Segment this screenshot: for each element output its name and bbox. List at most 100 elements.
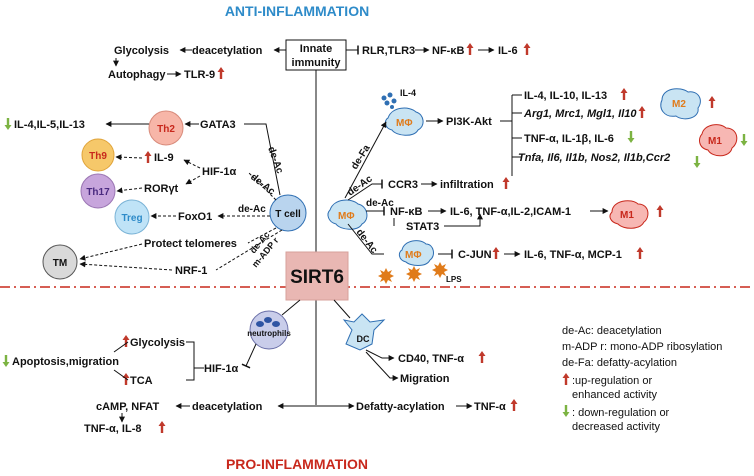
m2-label: M2: [672, 99, 686, 110]
de-ac-nfkb: de-Ac: [366, 198, 394, 209]
m2-cytokines: IL-4, IL-10, IL-13: [524, 90, 607, 102]
hif-bottom: HIF-1α: [204, 363, 239, 375]
dc-label: DC: [357, 334, 370, 344]
camp-nfat: cAMP, NFAT: [96, 401, 159, 413]
tnf-il8: TNF-α, IL-8: [84, 423, 141, 435]
innate-line1: Innate: [300, 43, 332, 55]
th9-cell: [81, 138, 115, 172]
up-arrow-icon: [492, 247, 500, 259]
neutrophils-cell: [249, 310, 289, 350]
dash-tcell-to-protect: [247, 227, 277, 244]
pi3k-branch: [500, 94, 522, 176]
legend-down: : down-regulation or: [572, 407, 670, 419]
down-arrow-icon: [2, 355, 10, 367]
branch-cjun: [347, 223, 384, 255]
inhibit-neutrophils-hif: [241, 343, 257, 369]
m1-cytokines: TNF-α, IL-1β, IL-6: [524, 133, 614, 145]
dc-to-outputs: [365, 349, 395, 361]
c-jun: C-JUN: [458, 249, 492, 261]
dash-roryt-to-th17: [116, 187, 143, 194]
cd40-tnfa: CD40, TNF-α: [398, 353, 464, 365]
gata3: GATA3: [200, 119, 236, 131]
ccr3: CCR3: [388, 179, 418, 191]
line-tcell-to-gata3: [244, 123, 281, 196]
innate-immunity-box: [285, 39, 347, 71]
stat3: STAT3: [406, 221, 439, 233]
foxo1: FoxO1: [178, 211, 212, 223]
glycolysis-top: Glycolysis: [114, 45, 169, 57]
down-arrow-icon: [4, 118, 12, 130]
arrow-mphi-to-top: [344, 121, 387, 199]
m1-label-mid: M1: [620, 210, 634, 221]
de-ac-hif: de-Ac: [248, 172, 277, 198]
m1-genes: Tnfa, Il6, Il1b, Nos2, Il1b,Ccr2: [518, 152, 670, 164]
dash-il9-to-th9: [115, 154, 143, 161]
up-arrow-icon: [620, 88, 628, 100]
deacetylation-top: deacetylation: [192, 45, 263, 57]
dash-nrf1-to-tm: [79, 261, 173, 271]
legend-defa: de-Fa: defatty-acylation: [562, 357, 677, 369]
cytokines-lps: IL-6, TNF-α, MCP-1: [524, 249, 622, 261]
dash-tcell-to-nrf1: [215, 229, 283, 271]
up-arrow-icon: [510, 399, 518, 411]
glycolysis-bottom: Glycolysis: [130, 337, 185, 349]
hif-branch: [186, 341, 204, 381]
lps-star-icon: [378, 262, 448, 284]
il6-top: IL-6: [498, 45, 518, 57]
deacetylation-bottom: deacetylation: [192, 401, 263, 413]
protect-telomeres: Protect telomeres: [144, 238, 237, 250]
de-ac-ccr3: de-Ac: [345, 173, 374, 198]
t-cell-label: T cell: [275, 209, 301, 220]
th17-label: Th17: [86, 187, 110, 198]
macrophage-mid: [327, 199, 368, 230]
th9-label: Th9: [89, 151, 107, 162]
m2-genes: Arg1, Mrc1, Mgl1, Il10: [523, 108, 637, 120]
up-arrow-icon: [638, 106, 646, 118]
de-ac-gata3: de-Ac: [265, 145, 285, 175]
tca: TCA: [130, 375, 153, 387]
up-arrow-icon: [656, 205, 664, 217]
hif-to-apoptosis: [113, 341, 129, 381]
de-fa-label: de-Fa: [349, 143, 373, 172]
down-arrow-icon: [693, 156, 701, 168]
th2-cell: [148, 110, 184, 146]
up-arrow-icon: [158, 421, 166, 433]
macrophage-top-label: MΦ: [396, 118, 413, 129]
de-ac-cjun: de-Ac: [354, 227, 380, 256]
nrf1: NRF-1: [175, 265, 207, 277]
nfkb-mid: NF-κB: [390, 206, 422, 218]
pi3k-akt: PI3K-Akt: [446, 116, 492, 128]
dc-cell: [342, 313, 386, 351]
legend-down-2: decreased activity: [572, 421, 661, 433]
up-arrow-icon: [708, 96, 716, 108]
tlr9: TLR-9: [184, 69, 215, 81]
stat3-line: [444, 213, 483, 227]
legend: de-Ac: deacetylation m-ADP r: mono-ADP r…: [562, 325, 722, 433]
up-arrow-icon: [478, 351, 486, 363]
up-arrow-icon: [562, 373, 570, 385]
roryt: RORγt: [144, 183, 179, 195]
m1-label-top: M1: [708, 136, 722, 147]
legend-deac: de-Ac: deacetylation: [562, 325, 662, 337]
cytokines-mid: IL-6, TNF-α,IL-2,ICAM-1: [450, 206, 571, 218]
macrophage-lps-label: MΦ: [405, 250, 422, 261]
down-arrow-icon: [627, 131, 635, 143]
autophagy: Autophagy: [108, 69, 166, 81]
up-arrow-icon: [523, 43, 531, 55]
up-arrow-icon: [217, 67, 225, 79]
m1-cell-top: [699, 124, 738, 157]
neutrophil-nuclei-icon: [256, 317, 280, 327]
legend-up: :up-regulation or: [572, 375, 652, 387]
defatty-acylation: Defatty-acylation: [356, 401, 445, 413]
down-arrow-icon: [562, 405, 570, 417]
sirt6-label: SIRT6: [290, 267, 344, 288]
branch-ccr3: [347, 179, 383, 201]
up-arrow-icon: [144, 151, 152, 163]
treg-cell: [114, 199, 150, 235]
sirt6-box: [285, 251, 349, 301]
tm-label: TM: [53, 258, 67, 269]
m2-cell: [660, 88, 701, 120]
th17-cell: [80, 173, 116, 209]
